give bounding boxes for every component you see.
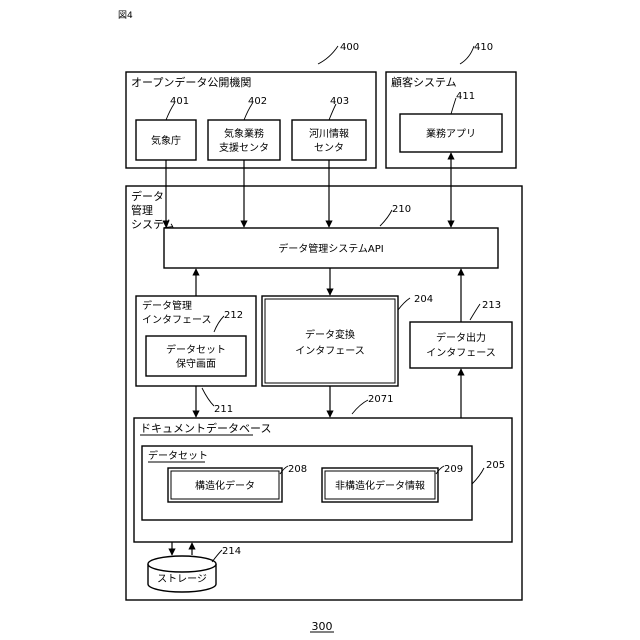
river-center-label-1: 河川情報 bbox=[309, 127, 349, 140]
business-app-label: 業務アプリ bbox=[426, 127, 476, 140]
ref-211: 211 bbox=[214, 404, 233, 415]
river-center-label-2: センタ bbox=[314, 142, 344, 154]
weather-center-label-2: 支援センタ bbox=[219, 141, 269, 154]
convert-if-label-2: インタフェース bbox=[295, 345, 365, 357]
output-if-box bbox=[410, 322, 512, 368]
ref-210: 210 bbox=[392, 204, 411, 215]
ref-400: 400 bbox=[340, 42, 359, 53]
unstructured-data-label: 非構造化データ情報 bbox=[335, 479, 425, 492]
dms-title-2: 管理 bbox=[131, 203, 153, 217]
dataset-screen-box bbox=[146, 336, 246, 376]
ref-213: 213 bbox=[482, 300, 501, 311]
dataset-screen-label-1: データセット bbox=[166, 343, 226, 356]
mgmt-if-label-1: データ管理 bbox=[142, 299, 192, 312]
convert-if-box bbox=[262, 296, 398, 386]
storage-cylinder-top bbox=[148, 556, 216, 572]
dms-title-1: データ bbox=[131, 189, 164, 203]
ref-401: 401 bbox=[170, 96, 189, 107]
output-if-label-1: データ出力 bbox=[436, 331, 486, 344]
dataset-screen-label-2: 保守画面 bbox=[176, 357, 216, 370]
ref-402: 402 bbox=[248, 96, 267, 107]
document-db-title: ドキュメントデータベース bbox=[140, 421, 271, 435]
weather-center-box bbox=[208, 120, 280, 160]
ref-205: 205 bbox=[486, 460, 505, 471]
ref-208: 208 bbox=[288, 464, 307, 475]
river-center-box bbox=[292, 120, 366, 160]
dataset-title: データセット bbox=[148, 449, 208, 462]
figure-number: 300 bbox=[312, 620, 333, 633]
customer-system-title: 顧客システム bbox=[391, 75, 457, 89]
leader-400 bbox=[318, 46, 338, 64]
corner-label: 図4 bbox=[118, 10, 133, 21]
ref-410: 410 bbox=[474, 42, 493, 53]
ref-212: 212 bbox=[224, 310, 243, 321]
ref-204: 204 bbox=[414, 294, 433, 305]
storage-label: ストレージ bbox=[157, 574, 207, 585]
output-if-label-2: インタフェース bbox=[426, 347, 496, 359]
leader-410 bbox=[460, 46, 474, 64]
structured-data-label: 構造化データ bbox=[195, 479, 255, 492]
api-label: データ管理システムAPI bbox=[278, 242, 384, 255]
weather-center-label-1: 気象業務 bbox=[224, 127, 264, 140]
ref-2071: 2071 bbox=[368, 394, 393, 405]
ref-411: 411 bbox=[456, 91, 475, 102]
mgmt-if-label-2: インタフェース bbox=[142, 314, 212, 326]
jma-label: 気象庁 bbox=[151, 134, 181, 147]
convert-if-label-1: データ変換 bbox=[305, 328, 355, 341]
ref-403: 403 bbox=[330, 96, 349, 107]
ref-214: 214 bbox=[222, 546, 241, 557]
open-data-org-title: オープンデータ公開機関 bbox=[131, 75, 251, 89]
ref-209: 209 bbox=[444, 464, 463, 475]
